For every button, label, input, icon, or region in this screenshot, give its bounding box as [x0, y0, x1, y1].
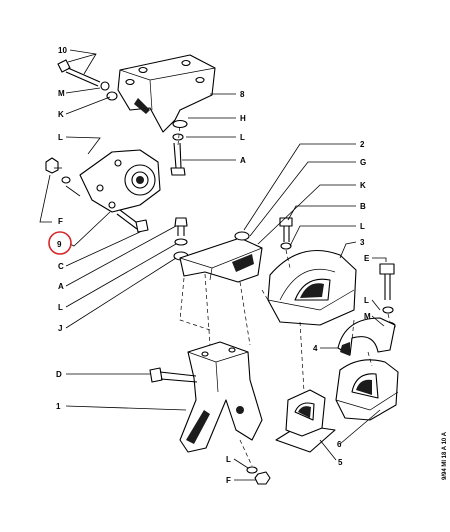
callout-l-right2: L [364, 296, 369, 305]
washer-part-l-left [61, 176, 71, 184]
highlight-circle [48, 231, 72, 255]
washer-part-m-top [100, 81, 110, 91]
callout-1: 1 [56, 402, 61, 411]
callout-e: E [364, 254, 370, 263]
callout-2: 2 [360, 140, 365, 149]
bracket-part-6 [335, 359, 399, 421]
nut-part-k-top [106, 91, 118, 101]
alignment-dashes [177, 124, 391, 467]
stud-part-a [170, 142, 186, 176]
strap-part-4 [337, 317, 396, 356]
mounting-bracket-part-2 [179, 237, 263, 283]
callout-4: 4 [313, 344, 318, 353]
bolt-part-d [149, 367, 198, 383]
bolt-part-e [379, 263, 395, 300]
callout-5: 5 [338, 458, 343, 467]
callout-k-mid: K [360, 181, 366, 190]
callout-l-left2: L [58, 303, 63, 312]
callout-10: 10 [58, 46, 67, 55]
callout-labels: 10 M K 8 H L A L F 9 C A L J D 1 2 G K B… [56, 46, 371, 485]
callout-a-right: A [240, 156, 246, 165]
callout-g: G [360, 158, 366, 167]
bolt-part-c [116, 209, 149, 233]
washer-part-l-mid [280, 242, 292, 250]
callout-l-bottom: L [226, 455, 231, 464]
callout-m-top: M [58, 89, 65, 98]
callout-f-left: F [58, 217, 63, 226]
callout-f-bottom: F [226, 476, 231, 485]
callout-a-left: A [58, 282, 64, 291]
callout-3: 3 [360, 238, 365, 247]
bolt-part-10 [57, 59, 101, 87]
washer-part-l-right2 [382, 306, 394, 314]
nut-part-f-left [45, 157, 59, 174]
callout-6: 6 [337, 440, 342, 449]
callout-l-mid: L [360, 222, 365, 231]
washer-part-l-center [174, 238, 188, 246]
washer-part-l-right [172, 133, 184, 141]
callout-d: D [56, 370, 62, 379]
reference-stamp: 9/94 Ml 18 A 10 A [442, 431, 448, 480]
main-support-part-1 [179, 341, 263, 453]
washer-part-g [234, 231, 250, 241]
callout-c: C [58, 262, 64, 271]
callout-j: J [58, 324, 62, 333]
bolt-part-a-left [174, 217, 188, 236]
mount-plate-part-9 [79, 149, 161, 213]
callout-l-left: L [58, 133, 63, 142]
callout-k-top: K [58, 110, 64, 119]
callout-9: 9 [57, 240, 62, 249]
callout-h: H [240, 114, 246, 123]
nut-part-f-bottom [254, 471, 271, 485]
rubber-mount-part-3 [267, 249, 357, 326]
upper-bracket-part-8 [117, 54, 216, 133]
callout-b: B [360, 202, 366, 211]
callout-m-right: M [364, 312, 371, 321]
callout-8: 8 [240, 90, 245, 99]
callout-l-right: L [240, 133, 245, 142]
washer-part-h [172, 119, 188, 129]
washer-part-l-bottom [246, 466, 258, 474]
block-mount-part-5 [275, 389, 336, 453]
